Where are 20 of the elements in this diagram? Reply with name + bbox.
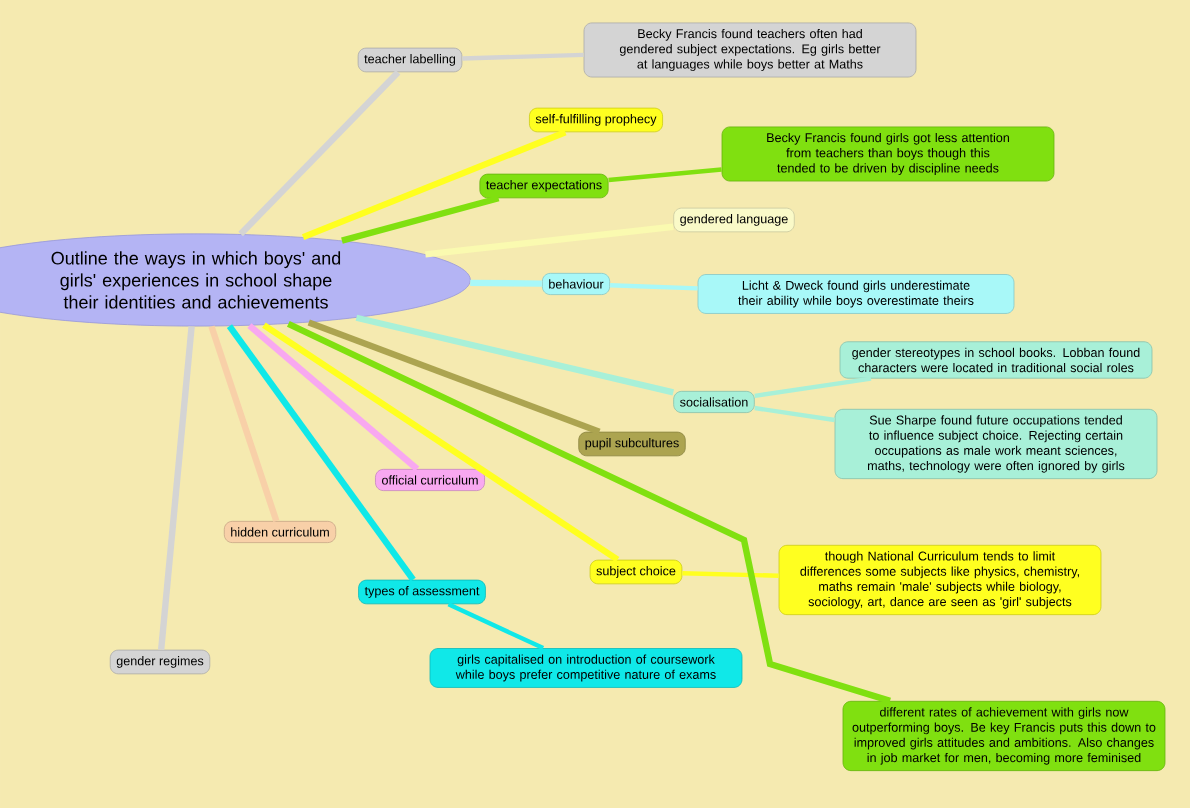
- branch-line: [158, 326, 195, 650]
- branch-line: [247, 323, 420, 472]
- branch-line: [447, 602, 545, 651]
- branch-line: [470, 279, 542, 287]
- branch-line: [462, 52, 584, 61]
- branch-line: [608, 167, 722, 183]
- branch-line: [754, 405, 835, 423]
- branch-line: [341, 195, 500, 244]
- branch-line: [208, 325, 280, 522]
- branch-line: [610, 283, 698, 291]
- branch-line: [286, 320, 891, 704]
- branch-line: [307, 319, 601, 435]
- branch-line: [682, 571, 779, 578]
- branch-line: [355, 314, 674, 396]
- branch-line: [238, 70, 401, 237]
- branch-line: [754, 376, 872, 399]
- branch-line: [226, 324, 416, 582]
- branch-line: [425, 223, 674, 258]
- branch-line: [262, 322, 620, 563]
- branch-line: [301, 129, 567, 241]
